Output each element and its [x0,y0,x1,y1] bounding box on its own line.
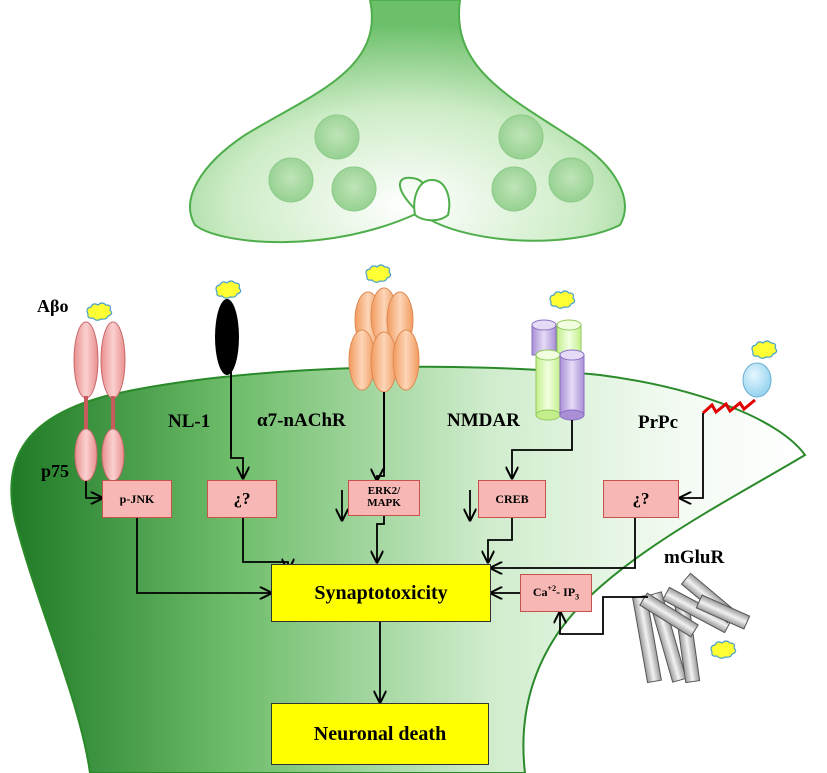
box-unknown-nl1-label: ¿? [233,489,251,509]
abo-cloud-mglur [710,640,737,659]
abo-cloud-nachr [365,264,392,283]
nl1-receptor [215,299,239,450]
arrow-unknown2-synapto [491,518,636,568]
label-nmdar: NMDAR [447,410,520,431]
ca-superscript: +2 [547,583,557,593]
prpc-receptor [702,362,772,415]
arrow-creb-synapto [488,518,513,562]
p75-receptor [73,321,126,482]
ca-base: Ca [532,584,548,599]
abo-cloud-nmdar [549,290,576,309]
arrow-nmdar-creb [512,420,573,478]
abo-cloud-nl1 [215,280,242,299]
abo-cloud-p75 [86,302,113,321]
box-creb-label: CREB [495,491,529,506]
box-ca-ip3-label: Ca+2- IP3 [532,583,580,602]
presynaptic-terminal [189,0,626,244]
box-pjnk: p-JNK [102,480,172,518]
neuronal-death-label: Neuronal death [313,722,447,745]
box-erk2-line2: MAPK [367,497,401,509]
ip-subscript: 3 [575,592,580,601]
arrow-p75-pjnk [85,481,102,498]
box-unknown-prpc-label: ¿? [632,489,650,509]
box-unknown-nl1: ¿? [207,480,277,518]
arrow-prpc-unknown2 [680,413,704,498]
presynaptic-notch [413,178,451,222]
ip-base: - IP [556,584,576,599]
label-p75: p75 [41,461,70,481]
arrow-a7-erk [377,470,385,480]
box-erk2-mapk: ERK2/ MAPK [348,480,420,516]
label-prpc: PrPc [638,412,679,433]
label-mglur: mGluR [664,547,725,568]
synaptic-vesicles [268,114,594,212]
abeta-oligomer-icons [86,264,778,659]
box-erk2-line1: ERK2/ [367,485,401,498]
box-unknown-prpc: ¿? [603,480,679,518]
arrow-pjnk-synapto [136,518,271,593]
arrow-mglur-ca [560,596,648,635]
abo-cloud-prpc [751,340,778,359]
label-a7-nachr: α7-nAChR [257,410,346,431]
synaptotoxicity-label: Synaptotoxicity [314,581,448,604]
box-pjnk-label: p-JNK [119,491,155,506]
box-neuronal-death: Neuronal death [271,703,489,765]
label-nl1: NL-1 [168,411,211,432]
box-ca-ip3: Ca+2- IP3 [520,574,592,612]
nmdar-receptor [531,319,585,421]
arrow-erk-synapto [377,516,385,562]
arrow-nl1-unknown1 [230,450,243,478]
box-creb: CREB [478,480,546,518]
box-synaptotoxicity: Synaptotoxicity [271,564,491,622]
a7-nachr-receptor [348,287,420,470]
mglur-receptor [632,572,751,684]
label-abo: Aβo [37,296,69,316]
